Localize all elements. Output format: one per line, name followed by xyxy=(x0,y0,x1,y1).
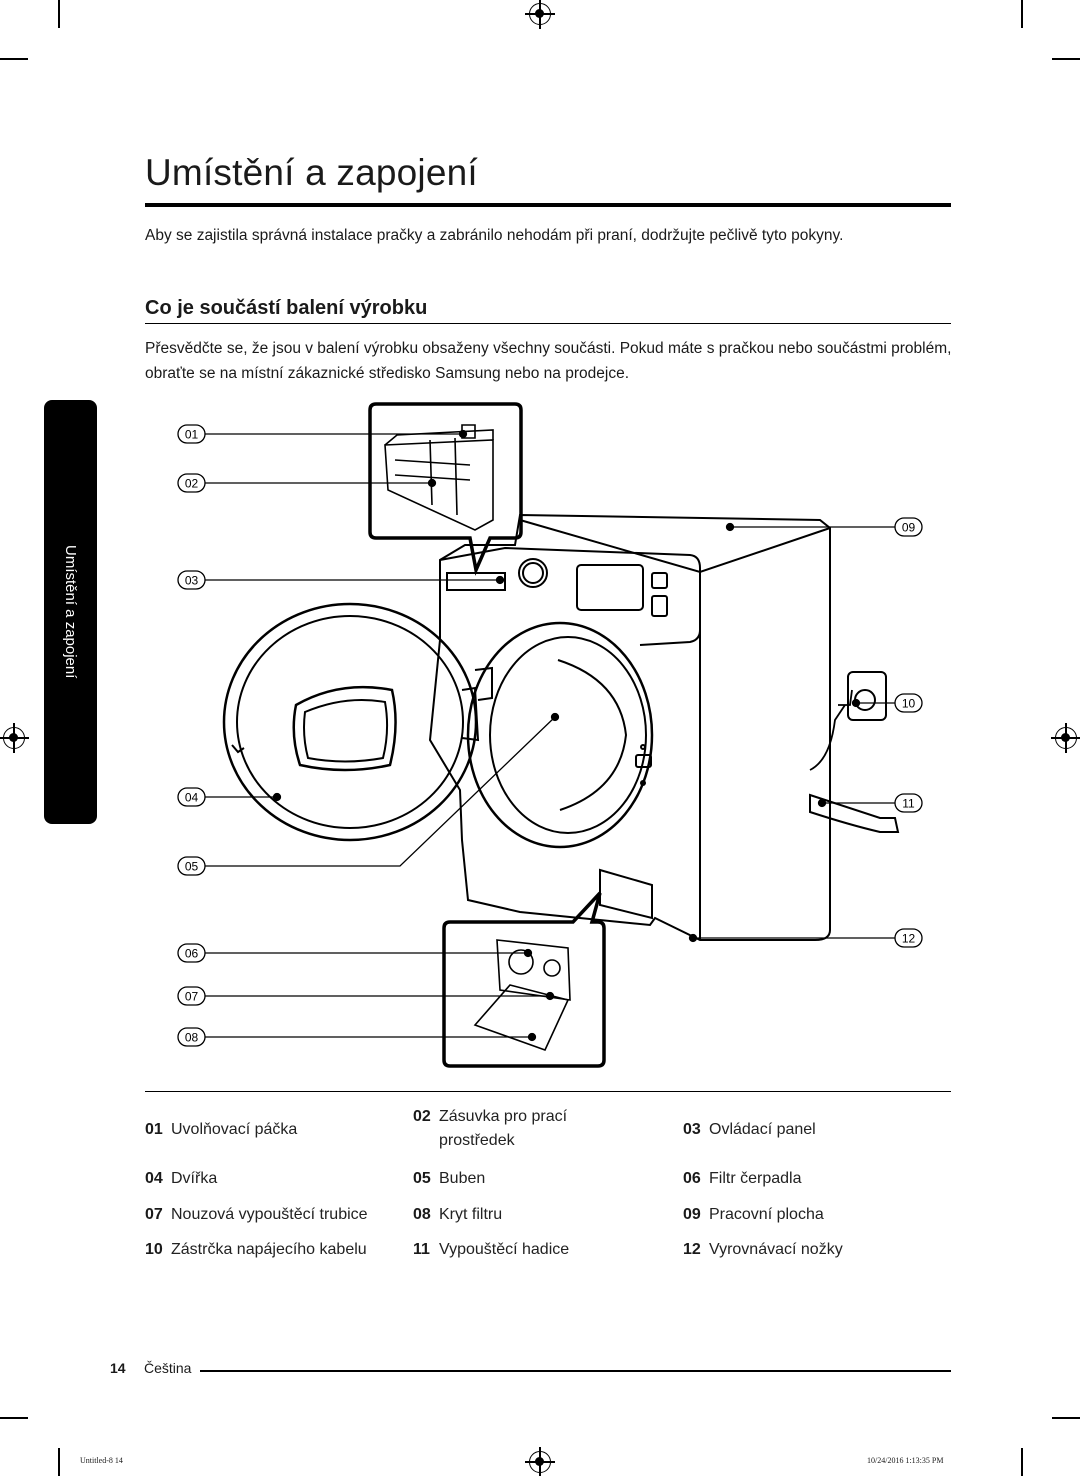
part-number: 11 xyxy=(413,1241,430,1258)
page-title: Umístění a zapojení xyxy=(145,152,478,193)
footer-language: Čeština xyxy=(144,1360,192,1376)
crop-mark xyxy=(0,1417,28,1419)
filter-inset-frame xyxy=(442,891,606,1068)
callout-03: 03 xyxy=(177,570,206,590)
svg-text:04: 04 xyxy=(185,791,199,805)
side-tab-label: Umístění a zapojení xyxy=(62,545,79,679)
part-number: 09 xyxy=(683,1206,701,1223)
svg-text:02: 02 xyxy=(185,477,199,491)
crop-mark xyxy=(58,0,60,28)
part-item: 06 Filtr čerpadla xyxy=(683,1167,801,1191)
part-number: 08 xyxy=(413,1206,431,1223)
part-item: 05 Buben xyxy=(413,1167,485,1191)
callout-11: 11 xyxy=(894,793,923,813)
part-label: Filtr čerpadla xyxy=(709,1170,802,1187)
part-item: 02 Zásuvka pro prací prostředek xyxy=(413,1105,613,1153)
part-item: 12 Vyrovnávací nožky xyxy=(683,1238,843,1262)
callout-04: 04 xyxy=(177,787,206,807)
svg-text:12: 12 xyxy=(902,932,916,946)
page-number: 14 xyxy=(110,1360,126,1376)
washing-machine-diagram: 01 02 03 04 05 06 07 08 09 10 11 12 xyxy=(177,402,923,1068)
crop-mark xyxy=(58,1448,60,1476)
callout-12: 12 xyxy=(894,928,923,948)
svg-text:05: 05 xyxy=(185,860,199,874)
part-label: Ovládací panel xyxy=(709,1121,816,1138)
part-number: 05 xyxy=(413,1170,431,1187)
title-rule xyxy=(145,203,951,207)
print-slug-right: 10/24/2016 1:13:35 PM xyxy=(867,1456,944,1465)
part-number: 02 xyxy=(413,1108,431,1125)
crop-mark xyxy=(1021,0,1023,28)
washing-machine-icon xyxy=(222,513,900,941)
crop-mark xyxy=(1052,1417,1080,1419)
part-label: Pracovní plocha xyxy=(709,1206,824,1223)
part-item: 07 Nouzová vypouštěcí trubice xyxy=(145,1203,368,1227)
part-number: 07 xyxy=(145,1206,163,1223)
section-title: Co je součástí balení výrobku xyxy=(145,297,428,319)
svg-text:03: 03 xyxy=(185,574,199,588)
part-number: 12 xyxy=(683,1241,701,1258)
callout-10: 10 xyxy=(894,693,923,713)
pump-filter-icon xyxy=(473,939,571,1051)
callout-02: 02 xyxy=(177,473,206,493)
part-number: 04 xyxy=(145,1170,163,1187)
section-rule xyxy=(145,323,951,324)
part-item: 08 Kryt filtru xyxy=(413,1203,502,1227)
side-tab xyxy=(44,400,97,824)
svg-text:10: 10 xyxy=(902,697,916,711)
svg-text:01: 01 xyxy=(185,428,199,442)
part-item: 11 Vypouštěcí hadice xyxy=(413,1238,569,1262)
intro-text: Aby se zajistila správná instalace pračk… xyxy=(145,227,844,244)
crop-mark xyxy=(0,58,28,60)
part-item: 10 Zástrčka napájecího kabelu xyxy=(145,1238,367,1262)
registration-mark-icon xyxy=(525,0,555,29)
crop-mark xyxy=(1052,58,1080,60)
part-label: Vyrovnávací nožky xyxy=(709,1241,843,1258)
svg-text:11: 11 xyxy=(902,797,915,811)
part-label: Dvířka xyxy=(171,1170,218,1187)
part-label: Zásuvka pro prací prostředek xyxy=(439,1108,568,1149)
registration-mark-icon xyxy=(1051,723,1080,753)
registration-mark-icon xyxy=(0,723,29,753)
registration-mark-icon xyxy=(525,1447,555,1476)
svg-text:06: 06 xyxy=(185,947,199,961)
callout-01: 01 xyxy=(177,424,206,444)
part-number: 06 xyxy=(683,1170,701,1187)
svg-text:08: 08 xyxy=(185,1031,199,1045)
part-number: 03 xyxy=(683,1121,701,1138)
part-label: Buben xyxy=(439,1170,486,1187)
callout-05: 05 xyxy=(177,856,206,876)
callout-08: 08 xyxy=(177,1027,206,1047)
callout-06: 06 xyxy=(177,943,206,963)
part-label: Kryt filtru xyxy=(439,1206,503,1223)
part-label: Uvolňovací páčka xyxy=(171,1121,298,1138)
detergent-drawer-icon xyxy=(384,424,494,531)
part-number: 10 xyxy=(145,1241,163,1258)
parts-rule xyxy=(145,1091,951,1092)
svg-text:09: 09 xyxy=(902,521,916,535)
part-item: 09 Pracovní plocha xyxy=(683,1203,824,1227)
part-number: 01 xyxy=(145,1121,163,1138)
part-label: Vypouštěcí hadice xyxy=(439,1241,570,1258)
print-slug-left: Untitled-8 14 xyxy=(80,1456,123,1465)
crop-mark xyxy=(1021,1448,1023,1476)
part-item: 04 Dvířka xyxy=(145,1167,217,1191)
footer-rule xyxy=(200,1370,951,1372)
part-item: 01 Uvolňovací páčka xyxy=(145,1118,297,1142)
svg-text:07: 07 xyxy=(185,990,199,1004)
part-item: 03 Ovládací panel xyxy=(683,1118,816,1142)
body-text: Přesvědčte se, že jsou v balení výrobku … xyxy=(145,340,952,382)
callout-09: 09 xyxy=(894,517,923,537)
part-label: Nouzová vypouštěcí trubice xyxy=(171,1206,368,1223)
drain-hose-icon xyxy=(809,793,900,833)
drawer-inset-frame xyxy=(368,402,523,576)
part-label: Zástrčka napájecího kabelu xyxy=(171,1241,367,1258)
callout-07: 07 xyxy=(177,986,206,1006)
